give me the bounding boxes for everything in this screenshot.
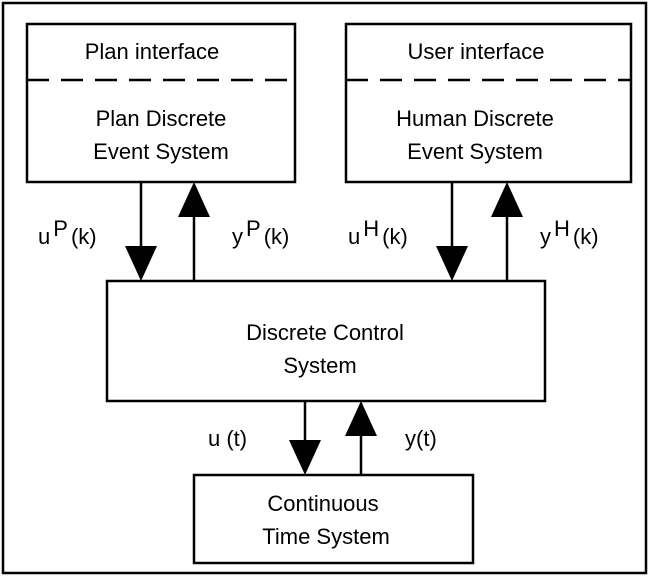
continuous-box-line1: Continuous [267, 491, 378, 516]
arrowhead-down-icon [436, 246, 468, 281]
user-box-line1: Human Discrete [396, 106, 554, 131]
plan-discrete-event-system-box: Plan interface Plan Discrete Event Syste… [25, 22, 297, 184]
discrete-control-system-box: Discrete Control System [105, 279, 547, 403]
plan-box-line1: Plan Discrete [96, 106, 227, 131]
arrowhead-up-icon [178, 182, 210, 217]
plan-interface-label: Plan interface [85, 39, 220, 64]
continuous-box-border [192, 473, 475, 565]
user-box-border [344, 22, 633, 184]
human-discrete-event-system-box: User interface Human Discrete Event Syst… [344, 22, 633, 184]
continuous-time-system-box: Continuous Time System [192, 473, 475, 565]
arrow-yH-up [491, 182, 523, 281]
arrow-yP-up [178, 182, 210, 281]
arrowhead-up-icon [345, 401, 377, 436]
continuous-box-line2: Time System [262, 524, 390, 549]
arrowhead-down-icon [289, 440, 321, 475]
signal-yt-label: y(t) [405, 426, 437, 451]
control-box-line2: System [283, 353, 356, 378]
arrowhead-down-icon [125, 246, 157, 281]
arrow-yt-up [345, 401, 377, 475]
signal-ut-label: u (t) [208, 426, 247, 451]
control-box-border [105, 279, 547, 403]
arrow-uH-down [436, 182, 468, 281]
control-box-line1: Discrete Control [246, 320, 404, 345]
user-interface-label: User interface [408, 39, 545, 64]
arrowhead-up-icon [491, 182, 523, 217]
arrow-uP-down [125, 182, 157, 281]
plan-box-line2: Event System [93, 139, 229, 164]
plan-box-border [25, 22, 297, 184]
user-box-line2: Event System [407, 139, 543, 164]
arrow-ut-down [289, 401, 321, 475]
